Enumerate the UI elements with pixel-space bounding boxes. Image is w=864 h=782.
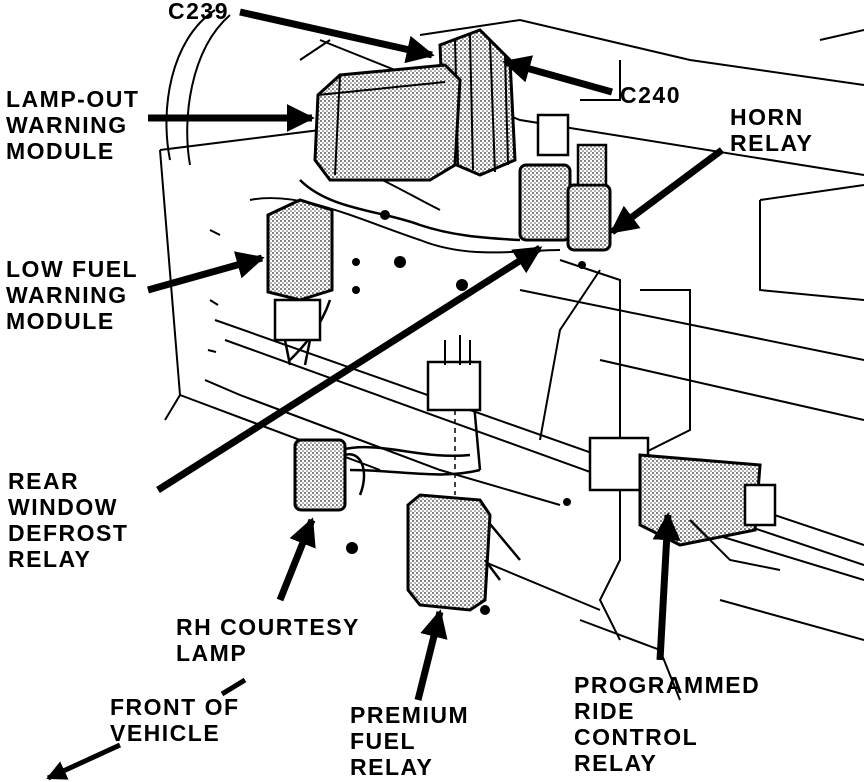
programmed-ride-control-relay [588, 436, 781, 571]
label-line: PREMIUM [350, 702, 470, 728]
label-line: RELAY [350, 754, 434, 780]
label-line: LAMP-OUT [6, 86, 140, 112]
label-low-fuel-warning-module: LOW FUEL WARNING MODULE [6, 256, 138, 334]
label-line: HORN [730, 104, 804, 130]
c239-arrow [239, 8, 435, 64]
label-programmed-ride-control-relay: PROGRAMMED RIDE CONTROL RELAY [574, 672, 760, 776]
premium-fuel-relay [406, 493, 501, 612]
label-line: FRONT OF [110, 694, 240, 720]
label-line: RH COURTESY [176, 614, 360, 640]
label-line: PROGRAMMED [574, 672, 761, 698]
front-of-vehicle-arrow [46, 742, 122, 781]
label-horn-relay: HORN RELAY [730, 104, 813, 156]
label-line: MODULE [6, 308, 115, 334]
label-line: DEFROST [8, 520, 129, 546]
low-fuel-warning-module [266, 198, 334, 366]
rh-courtesy-lamp [293, 438, 366, 512]
label-rh-courtesy-lamp: RH COURTESY LAMP [176, 614, 360, 666]
label-line: RELAY [8, 546, 92, 572]
callout-arrows [46, 8, 725, 781]
horn-relay-cluster [518, 113, 612, 252]
label-line: WARNING [6, 112, 128, 138]
fasteners [346, 210, 586, 615]
label-line: CONTROL [574, 724, 699, 750]
label-line: LOW FUEL [6, 256, 139, 282]
horn-relay-arrow [609, 147, 725, 235]
label-line: VEHICLE [110, 720, 221, 746]
label-c240: C240 [620, 82, 681, 108]
label-front-of-vehicle: FRONT OF VEHICLE [110, 694, 240, 746]
label-c239: C239 [168, 0, 229, 24]
programmed-ride-arrow [652, 512, 681, 661]
label-line: RIDE [574, 698, 635, 724]
label-line: MODULE [6, 138, 115, 164]
label-c239-text: C239 [168, 0, 229, 24]
c240-arrow [502, 55, 613, 96]
vehicle-structure [159, 9, 864, 701]
label-line: LAMP [176, 640, 248, 666]
label-premium-fuel-relay: PREMIUM FUEL RELAY [350, 702, 469, 780]
rear-window-arrow [156, 245, 543, 493]
label-lamp-out-warning-module: LAMP-OUT WARNING MODULE [6, 86, 139, 164]
label-line: WINDOW [8, 494, 118, 520]
premium-fuel-arrow [414, 609, 448, 701]
label-c240-text: C240 [620, 82, 681, 108]
premium-fuel-relay-connector [426, 335, 482, 495]
lamp-out-warning-module [313, 63, 462, 182]
label-line: FUEL [350, 728, 417, 754]
rh-courtesy-arrow [276, 517, 316, 602]
front-of-vehicle-dash [220, 677, 247, 697]
label-line: RELAY [574, 750, 658, 776]
low-fuel-arrow [147, 251, 265, 294]
label-line: RELAY [730, 130, 814, 156]
label-line: REAR [8, 468, 80, 494]
label-line: WARNING [6, 282, 128, 308]
label-rear-window-defrost-relay: REAR WINDOW DEFROST RELAY [8, 468, 128, 572]
